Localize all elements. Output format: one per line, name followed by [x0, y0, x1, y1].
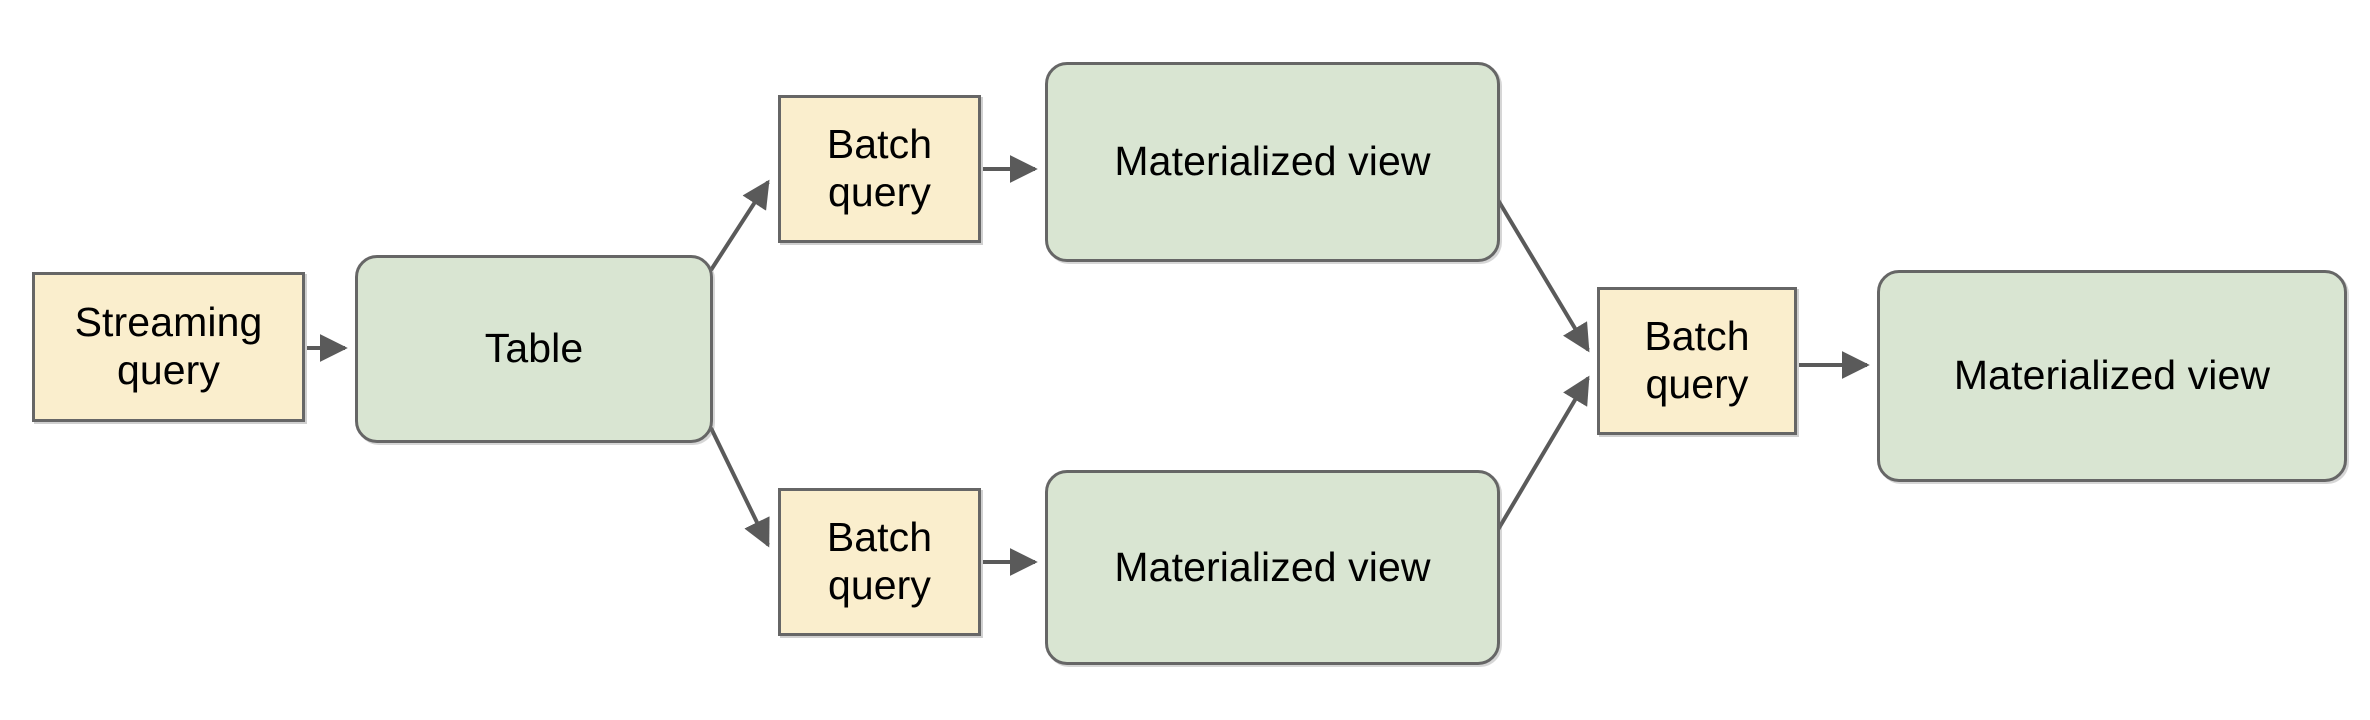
- node-streaming-query-label: Streaming query: [74, 299, 263, 393]
- edge-table-to-batch-query-top: [709, 179, 770, 272]
- node-table-label: Table: [484, 325, 584, 372]
- node-materialized-view-right[interactable]: Materialized view: [1877, 270, 2347, 482]
- node-materialized-view-top[interactable]: Materialized view: [1045, 62, 1500, 262]
- edge-table-to-batch-query-bottom: [709, 427, 770, 548]
- node-streaming-query[interactable]: Streaming query: [32, 272, 305, 422]
- node-batch-query-center[interactable]: Batch query: [1597, 287, 1797, 435]
- node-materialized-view-bottom-label: Materialized view: [1114, 543, 1431, 590]
- node-materialized-view-top-label: Materialized view: [1114, 138, 1431, 185]
- node-batch-query-bottom[interactable]: Batch query: [778, 488, 981, 636]
- node-batch-query-top[interactable]: Batch query: [778, 95, 981, 243]
- node-materialized-view-bottom[interactable]: Materialized view: [1045, 470, 1500, 665]
- node-table[interactable]: Table: [355, 255, 713, 443]
- node-batch-query-bottom-label: Batch query: [826, 514, 933, 608]
- node-batch-query-center-label: Batch query: [1644, 313, 1750, 407]
- node-batch-query-top-label: Batch query: [826, 121, 933, 215]
- node-materialized-view-right-label: Materialized view: [1953, 352, 2271, 399]
